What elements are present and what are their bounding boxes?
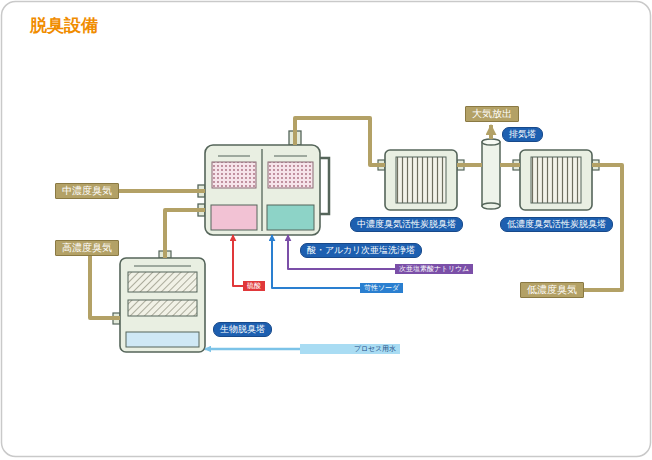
duct <box>165 210 205 258</box>
node-text: 高濃度臭気 <box>62 242 112 254</box>
node-text: 硫酸 <box>247 281 261 291</box>
washing-tower-figure <box>198 131 329 235</box>
source-tag: 高濃度臭気 <box>55 240 119 256</box>
bio-tower-figure <box>113 251 205 352</box>
feed-line <box>233 235 243 286</box>
duct <box>500 163 520 167</box>
title: 脱臭設備 <box>30 14 98 37</box>
equipment-label: 排気塔 <box>502 127 543 142</box>
exhaust-stack: 排気塔 <box>482 142 500 206</box>
node-text: 苛性ソーダ <box>364 283 399 293</box>
mid-carbon-tower-figure <box>378 150 464 210</box>
water-bar: プロセス用水 <box>300 344 400 354</box>
low-carbon-tower-figure <box>513 150 599 210</box>
feed-line <box>205 348 300 351</box>
node-text: プロセス用水 <box>304 344 396 354</box>
node-text: 次亜塩素酸ナトリウム <box>399 264 469 274</box>
washing-tower: 酸・アルカリ次亜塩洗浄塔 <box>205 145 320 235</box>
duct <box>119 189 205 193</box>
equipment-label: 中濃度臭気活性炭脱臭塔 <box>350 217 463 232</box>
chemical-tag: 硫酸 <box>243 281 265 291</box>
equipment-label: 低濃度臭気活性炭脱臭塔 <box>500 217 613 232</box>
duct <box>90 256 120 318</box>
chemical-bar: 次亜塩素酸ナトリウム <box>395 264 473 274</box>
chemical-bar: 苛性ソーダ <box>360 283 403 293</box>
source-tag: 低濃度臭気 <box>520 282 584 298</box>
node-text: 低濃度臭気 <box>527 284 577 296</box>
duct <box>295 118 385 165</box>
release-label: 大気放出 <box>465 106 519 122</box>
vent-arrow <box>489 125 493 139</box>
bio-tower: 生物脱臭塔 <box>120 258 205 352</box>
equipment-label: 生物脱臭塔 <box>213 322 272 337</box>
duct <box>457 163 482 167</box>
carbon-tower: 中濃度臭気活性炭脱臭塔 <box>385 150 457 210</box>
source-tag: 中濃度臭気 <box>55 183 119 199</box>
carbon-tower: 低濃度臭気活性炭脱臭塔 <box>520 150 592 210</box>
exhaust-stack-figure <box>482 139 500 209</box>
equipment-label: 酸・アルカリ次亜塩洗浄塔 <box>300 243 422 258</box>
node-text: 中濃度臭気 <box>62 185 112 197</box>
